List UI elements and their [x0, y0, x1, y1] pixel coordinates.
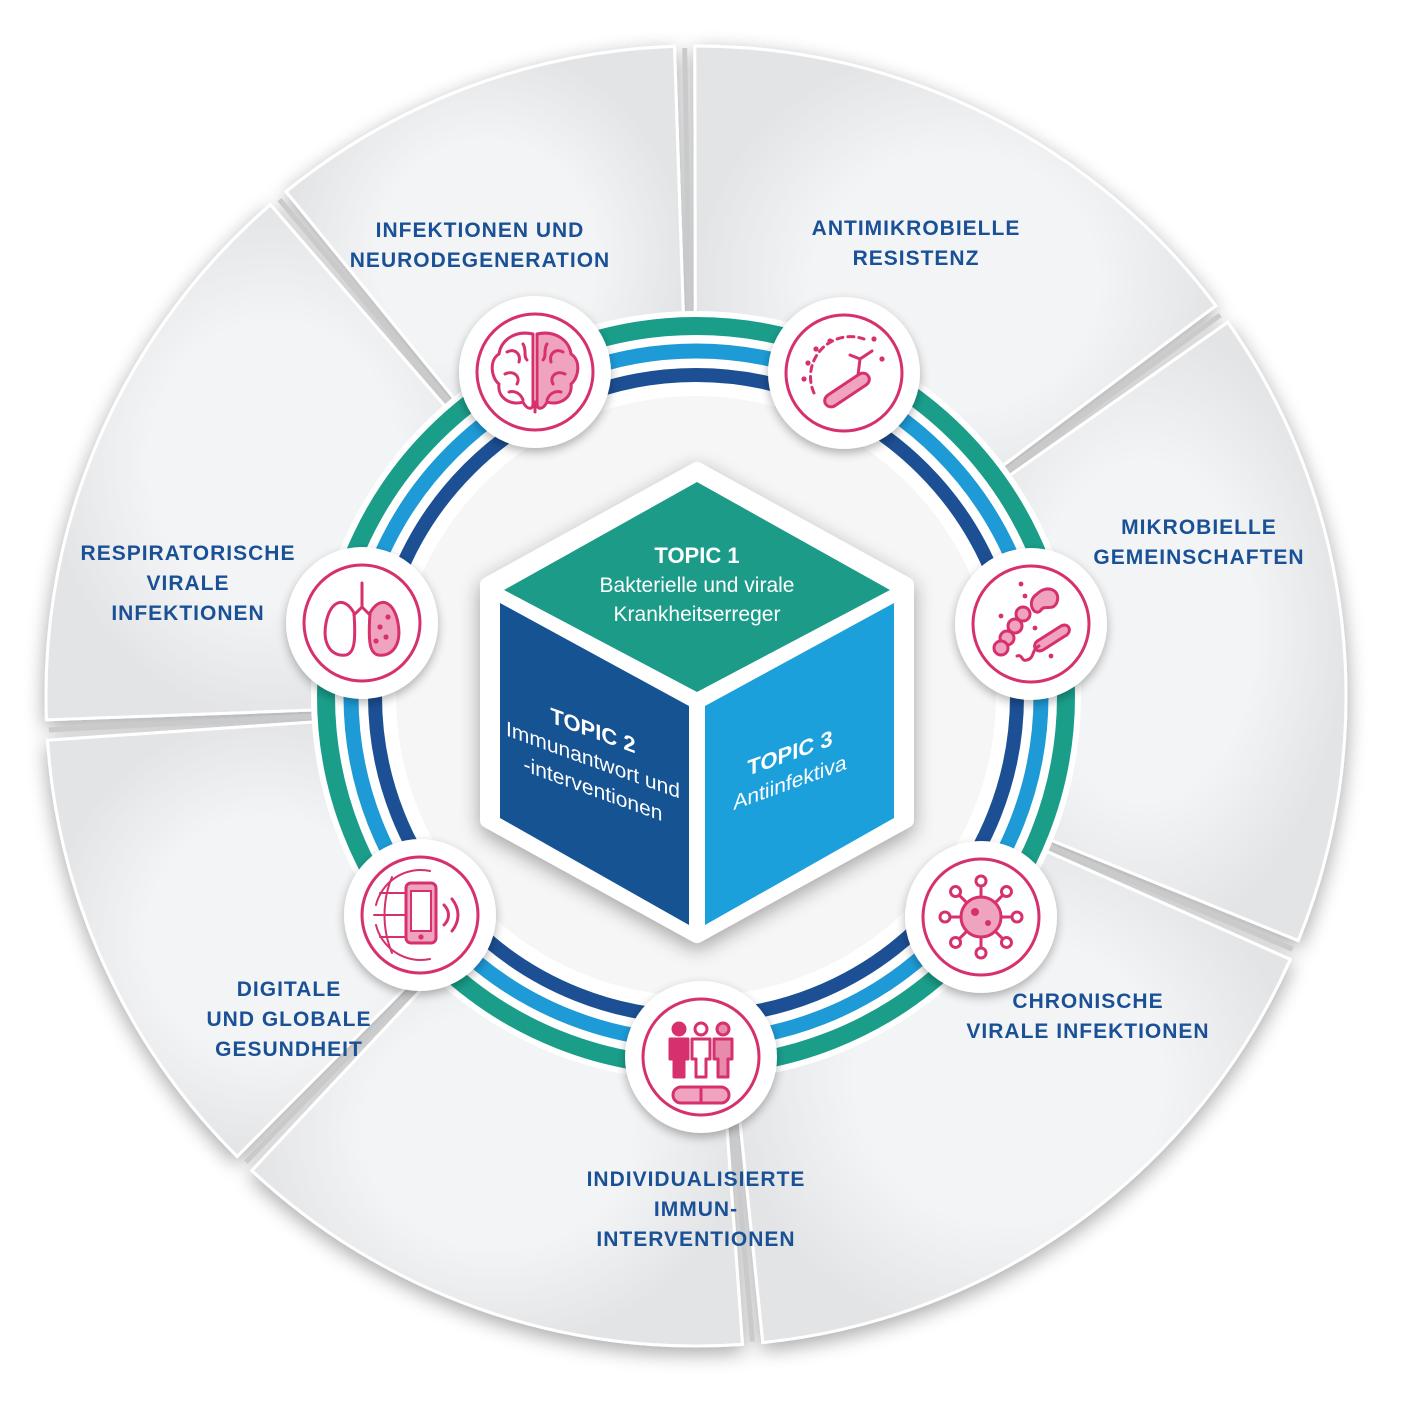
segment-label-mikrobielle-gemeinschaften: MIKROBIELLE GEMEINSCHAFTEN: [1093, 516, 1305, 569]
topic-2-face: [500, 603, 689, 925]
segment-label-immun-interventionen: INDIVIDUALISIERTE IMMUN- INTERVENTIONEN: [586, 1168, 806, 1251]
segment-label-neurodegeneration: INFEKTIONEN UND NEURODEGENERATION: [349, 219, 611, 272]
segment-label-antimikrobielle-resistenz: ANTIMIKROBIELLE RESISTENZ: [811, 217, 1021, 270]
topic-1-face: [504, 482, 890, 692]
segment-label-digitale-globale-gesundheit: DIGITALE UND GLOBALE GESUNDHEIT: [206, 978, 372, 1061]
topic-3-face: [705, 603, 894, 925]
topic-1-text: TOPIC 1 Bakterielle und virale Krankheit…: [600, 541, 795, 629]
virus-icon: [905, 841, 1057, 993]
antimicrobial-icon: [768, 297, 920, 449]
segment-label-chronische-virale-infektionen: CHRONISCHE VIRALE INFEKTIONEN: [966, 990, 1210, 1043]
brain-icon: [459, 296, 611, 448]
topic-1-line-2: Krankheitserreger: [613, 603, 781, 626]
cube-group: [480, 462, 914, 943]
phone-globe-icon: [344, 839, 496, 991]
topic-1-title: TOPIC 1: [654, 543, 740, 568]
segment-label-respiratorische-virale-infektionen: RESPIRATORISCHE VIRALE INFEKTIONEN: [80, 542, 296, 625]
center-cube: [480, 462, 914, 943]
lungs-icon: [286, 547, 438, 699]
topic-1-line-1: Bakterielle und virale: [599, 574, 795, 597]
people-pill-icon: [625, 981, 777, 1133]
bacteria-icon: [955, 548, 1107, 700]
icons-layer: [286, 296, 1107, 1133]
